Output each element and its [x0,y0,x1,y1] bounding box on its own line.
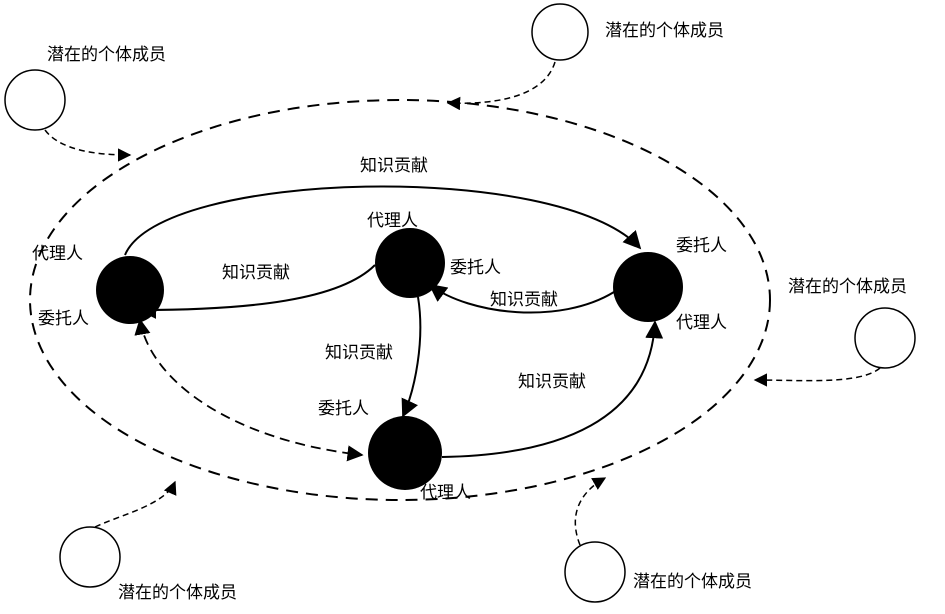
potential-member-bottom-left [59,526,121,588]
label-potential-top-left: 潜在的个体成员 [47,45,166,65]
community-boundary [29,99,771,501]
member-node-c [613,252,683,322]
label-a-principal: 委托人 [38,309,89,329]
member-node-b [375,228,445,298]
label-contribution-d-c: 知识贡献 [518,372,586,392]
member-node-a [96,256,164,324]
arrow-a-to-c [124,185,642,256]
label-c-principal: 委托人 [676,236,727,256]
label-contribution-a-c: 知识贡献 [360,156,428,176]
potential-member-top-left [4,69,66,131]
label-c-agent: 代理人 [676,313,727,333]
potential-member-top [531,3,589,61]
label-b-agent: 代理人 [367,211,418,231]
label-contribution-c-b: 知识贡献 [490,290,558,310]
entry-arrow-bottom-right [574,477,607,546]
potential-member-bottom-right [564,541,626,603]
label-d-principal: 委托人 [318,399,369,419]
dashed-relation-a-d [134,318,364,462]
entry-arrow-top-left [44,129,132,162]
potential-member-right [854,307,916,369]
entry-arrow-bottom-left [94,480,177,528]
label-potential-right: 潜在的个体成员 [788,277,907,297]
label-b-principal: 委托人 [450,258,501,278]
label-a-agent: 代理人 [32,244,83,264]
label-potential-bottom-right: 潜在的个体成员 [633,572,752,592]
arrow-c-to-b [428,283,615,314]
entry-arrow-right [753,367,881,387]
label-potential-bottom-left: 潜在的个体成员 [118,583,237,603]
label-contribution-b-a: 知识贡献 [222,263,290,283]
label-d-agent: 代理人 [420,483,471,503]
arrow-b-to-d [401,296,422,418]
arrow-d-to-c [441,320,664,458]
label-potential-top: 潜在的个体成员 [605,21,724,41]
arrow-b-to-a [138,264,376,319]
entry-arrow-top [446,61,556,111]
member-node-d [368,416,442,490]
label-contribution-b-d: 知识贡献 [325,343,393,363]
